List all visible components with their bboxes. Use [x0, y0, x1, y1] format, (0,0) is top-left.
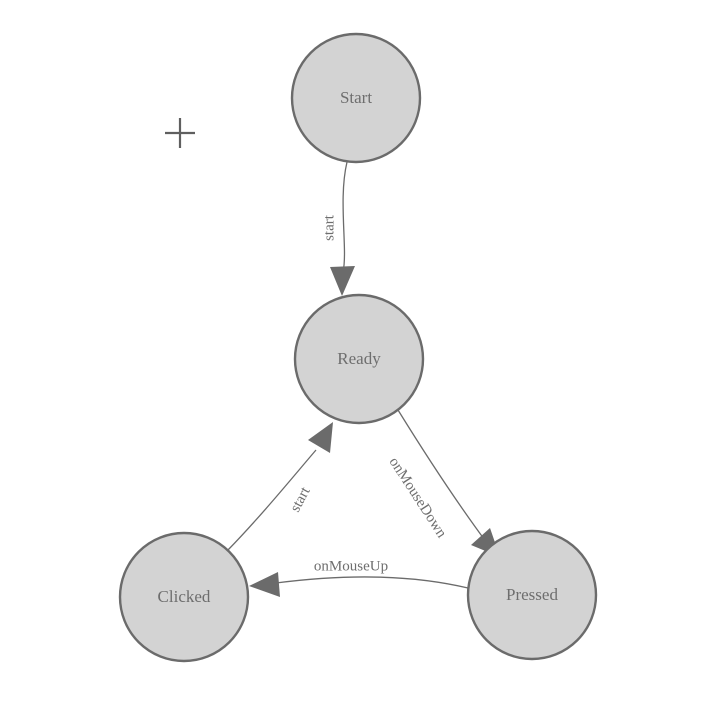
node-pressed-label: Pressed [506, 585, 558, 604]
edge-ready-to-pressed[interactable]: onMouseDown [386, 409, 500, 557]
edge-pressed-to-clicked-path [275, 576, 469, 589]
node-pressed[interactable]: Pressed [466, 529, 598, 661]
edge-clicked-to-ready-path [226, 449, 317, 552]
edge-start-to-ready-arrowhead [330, 266, 355, 296]
edge-pressed-to-clicked[interactable]: onMouseUp [249, 558, 469, 597]
node-ready-label: Ready [337, 349, 381, 368]
edge-start-to-ready[interactable]: start [321, 161, 355, 296]
node-clicked-circle[interactable] [118, 531, 250, 663]
node-start[interactable]: Start [290, 32, 422, 164]
node-clicked[interactable]: Clicked [118, 531, 250, 663]
edge-pressed-to-clicked-arrowhead [249, 572, 280, 597]
node-start-label: Start [340, 88, 372, 107]
node-pressed-circle[interactable] [466, 529, 598, 661]
edge-ready-to-pressed-path [397, 409, 488, 544]
edge-clicked-to-ready-arrowhead [308, 422, 333, 453]
node-start-circle[interactable] [290, 32, 422, 164]
node-clicked-label: Clicked [158, 587, 211, 606]
crosshair-icon [165, 118, 195, 148]
edge-label-ready-to-pressed: onMouseDown [386, 455, 450, 542]
edge-start-to-ready-path [342, 161, 348, 273]
edge-label-clicked-to-ready: start [287, 484, 314, 515]
edge-label-start-to-ready: start [321, 214, 337, 241]
edge-label-pressed-to-clicked: onMouseUp [314, 558, 388, 574]
node-ready-circle[interactable] [293, 293, 425, 425]
node-ready[interactable]: Ready [293, 293, 425, 425]
edge-clicked-to-ready[interactable]: start [226, 422, 333, 552]
